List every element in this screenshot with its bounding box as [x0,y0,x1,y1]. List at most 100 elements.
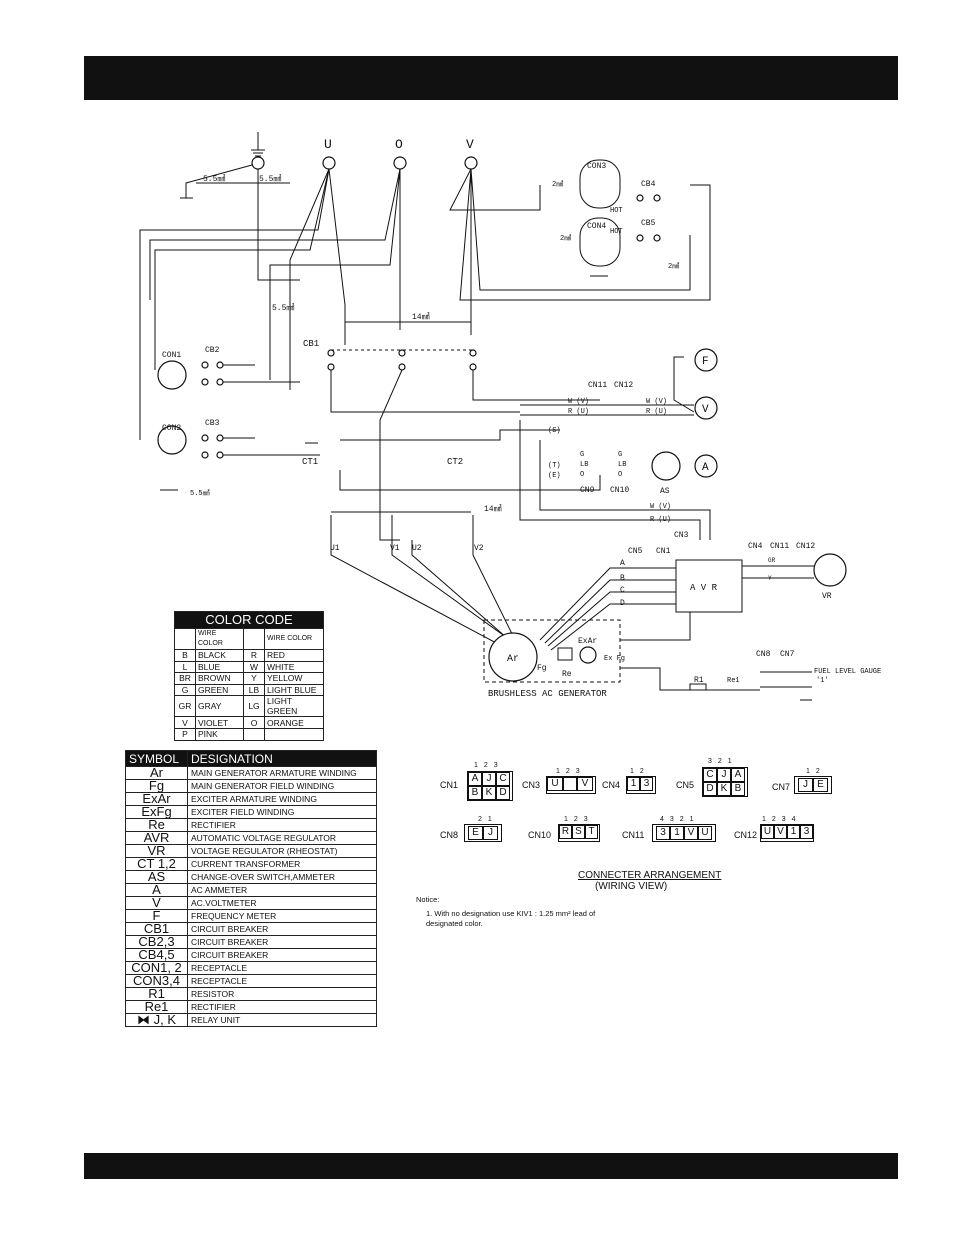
svg-text:CB1: CB1 [303,339,319,349]
connector-arrangement-title: CONNECTER ARRANGEMENT [578,870,722,881]
con2-receptacle [157,425,187,455]
svg-text:(T): (T) [548,462,561,470]
svg-text:CON1: CON1 [162,351,181,360]
notice-title: Notice: [416,895,440,904]
svg-text:CN11: CN11 [588,381,607,390]
svg-text:ExAr: ExAr [578,637,597,646]
voltmeter [694,396,718,420]
svg-text:2㎟: 2㎟ [560,234,571,243]
svg-text:14㎟: 14㎟ [484,504,502,514]
svg-text:(S): (S) [548,427,561,435]
ammeter-switch [651,451,681,481]
color-header-left: WIRE COLOR [195,628,244,650]
svg-text:CN11: CN11 [770,542,789,551]
svg-text:CT2: CT2 [447,457,463,467]
svg-text:CN12: CN12 [614,381,633,390]
svg-text:G: G [580,451,584,459]
svg-text:V2: V2 [474,544,484,553]
svg-text:FUEL LEVEL GAUGE: FUEL LEVEL GAUGE [814,668,881,676]
svg-text:CB5: CB5 [641,219,656,228]
svg-text:5.5㎟: 5.5㎟ [203,174,225,184]
svg-text:O: O [580,471,584,479]
svg-text:5.5㎟: 5.5㎟ [259,174,281,184]
svg-text:CB4: CB4 [641,180,656,189]
footer-bar [84,1153,898,1179]
svg-text:CON3: CON3 [587,162,606,171]
designation-header: DESIGNATION [187,750,377,767]
svg-text:R (U): R (U) [568,408,589,416]
svg-text:R1: R1 [694,676,704,685]
svg-text:V: V [702,404,709,416]
svg-text:CN4: CN4 [748,542,763,551]
svg-text:(E): (E) [548,472,561,480]
svg-text:CN8: CN8 [756,650,771,659]
svg-text:CN3: CN3 [674,531,689,540]
svg-text:BRUSHLESS AC GENERATOR: BRUSHLESS AC GENERATOR [488,689,607,699]
svg-text:C: C [620,586,625,595]
svg-text:G: G [618,451,622,459]
svg-text:HOT: HOT [610,207,623,215]
svg-text:CN1: CN1 [656,547,671,556]
svg-text:F: F [702,356,709,368]
svg-text:R (U): R (U) [646,408,667,416]
svg-text:B: B [620,574,625,583]
color-header-right: WIRE COLOR [264,628,324,650]
svg-text:LB: LB [580,461,588,469]
terminal-u [322,156,336,170]
color-code-title: COLOR CODE [174,611,324,629]
svg-text:VR: VR [822,592,832,601]
terminal-o-label: O [395,137,403,152]
connector-arrangement-subtitle: (WIRING VIEW) [595,881,668,892]
svg-text:5.5㎟: 5.5㎟ [190,489,210,498]
svg-text:2㎟: 2㎟ [668,262,679,271]
svg-text:V1: V1 [390,544,400,553]
svg-text:LB: LB [618,461,626,469]
terminal-u-label: U [324,137,332,152]
svg-text:14㎟: 14㎟ [412,312,430,322]
svg-text:Ar: Ar [507,654,519,665]
svg-text:CN5: CN5 [628,547,643,556]
svg-text:U1: U1 [330,544,340,553]
svg-text:5.5㎟: 5.5㎟ [272,303,294,313]
svg-text:CB3: CB3 [205,419,220,428]
svg-text:AS: AS [660,487,670,496]
armature-winding [488,632,538,682]
svg-text:U2: U2 [412,544,422,553]
terminal-o [393,156,407,170]
svg-text:O: O [618,471,622,479]
generator-outline [483,619,621,683]
svg-text:W (V): W (V) [650,503,671,511]
svg-text:'1': '1' [816,677,829,685]
terminal-v [464,156,478,170]
svg-text:2㎟: 2㎟ [552,180,563,189]
svg-text:GR: GR [768,557,776,564]
svg-text:CON4: CON4 [587,222,606,231]
svg-text:Ex Fg: Ex Fg [604,655,625,663]
ground-symbol [251,132,265,157]
svg-text:A: A [702,462,709,474]
svg-text:CON2: CON2 [162,424,181,433]
symbol-header: SYMBOL [125,750,188,767]
svg-text:CB2: CB2 [205,346,220,355]
svg-text:Re: Re [562,670,572,679]
avr-unit [675,559,743,613]
svg-text:W (V): W (V) [568,398,589,406]
svg-text:CN12: CN12 [796,542,815,551]
svg-text:CT1: CT1 [302,457,318,467]
